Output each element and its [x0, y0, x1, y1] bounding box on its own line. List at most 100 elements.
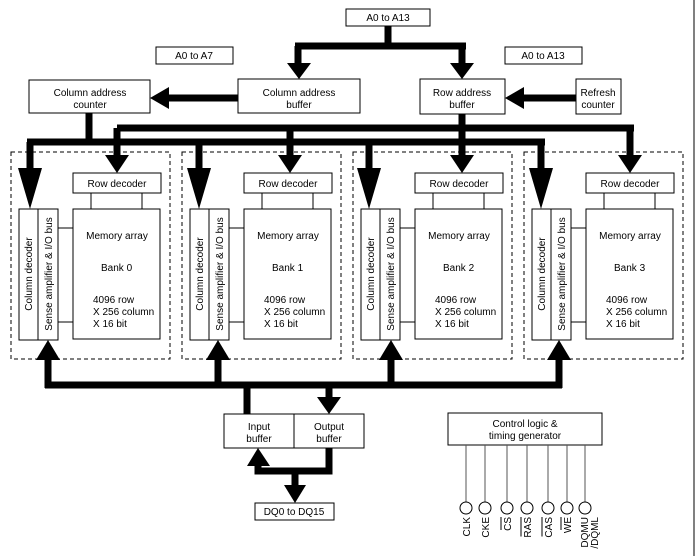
pin-label: CAS	[544, 517, 555, 538]
column-address-range-label: A0 to A7	[175, 51, 213, 62]
arrow-to-sense-amplifier	[547, 340, 571, 360]
row-decoder: Row decoder	[414, 172, 504, 194]
column-address-counter-line2: counter	[73, 100, 107, 111]
array-connector	[400, 227, 415, 323]
pin-terminal	[560, 501, 574, 515]
control-logic-line1: Control logic &	[492, 419, 557, 430]
arrow-to-column-decoder	[357, 168, 381, 209]
data-bus	[44, 360, 563, 417]
memory-array-title: Memory array	[428, 231, 490, 242]
column-decoder: Column decoder	[531, 208, 552, 341]
pin-terminal	[541, 501, 555, 515]
array-connector	[571, 227, 586, 323]
arrow-to-sense-amplifier	[36, 340, 60, 360]
row-decoder-label: Row decoder	[259, 179, 319, 190]
column-address-bus	[26, 113, 545, 170]
arrow-to-row-decoder	[278, 155, 302, 173]
output-buffer-line2: buffer	[316, 434, 342, 445]
data-io-box: DQ0 to DQ15	[254, 502, 335, 521]
column-address-buffer-line2: buffer	[286, 100, 312, 111]
input-buffer: Input buffer	[223, 413, 295, 449]
memory-array-spec: X 256 column	[93, 307, 154, 318]
memory-array-title: Memory array	[257, 231, 319, 242]
arrow-to-column-buffer	[287, 63, 311, 79]
control-pin-dqmudqml: DQMU/DQML	[578, 445, 601, 549]
sense-amplifier: Sense amplifier & I/O bus	[208, 208, 230, 341]
bank-boundary	[352, 151, 513, 360]
io-bus	[254, 448, 333, 488]
data-io-label: DQ0 to DQ15	[264, 507, 325, 518]
row-decoder-label: Row decoder	[430, 179, 490, 190]
row-address-buffer: Row address buffer	[419, 78, 506, 115]
pin-label: DQMU	[580, 517, 591, 548]
bank-name: Bank 3	[614, 263, 646, 274]
pin-label: RAS	[523, 517, 534, 538]
refresh-counter-line1: Refresh	[580, 88, 615, 99]
row-decoder-connector	[603, 193, 656, 210]
row-address-range-box: A0 to A13	[504, 46, 583, 65]
sense-amplifier-label: Sense amplifier & I/O bus	[44, 217, 55, 330]
arrow-to-sense-amplifier	[379, 340, 403, 360]
address-input-label: A0 to A13	[366, 13, 410, 24]
column-address-counter-line1: Column address	[54, 88, 127, 99]
memory-array-spec: X 16 bit	[264, 319, 298, 330]
arrow-to-row-decoder	[618, 155, 642, 173]
arrow-to-row-decoder	[105, 155, 129, 173]
arrow-to-dq	[284, 485, 306, 503]
column-address-counter: Column address counter	[28, 79, 151, 114]
input-buffer-line2: buffer	[246, 434, 272, 445]
bank-name: Bank 0	[101, 263, 133, 274]
pin-label: WE	[563, 517, 574, 533]
column-decoder: Column decoder	[189, 208, 210, 341]
memory-array-spec: 4096 row	[606, 295, 648, 306]
pin-terminal	[500, 501, 514, 515]
memory-array-spec: X 256 column	[606, 307, 667, 318]
sense-amplifier: Sense amplifier & I/O bus	[37, 208, 59, 341]
column-decoder-label: Column decoder	[195, 237, 206, 311]
memory-array-spec: 4096 row	[264, 295, 306, 306]
memory-array-spec: X 16 bit	[606, 319, 640, 330]
bank-name: Bank 1	[272, 263, 304, 274]
memory-array-title: Memory array	[599, 231, 661, 242]
arrow-to-column-decoder	[187, 168, 211, 209]
pin-terminal	[520, 501, 534, 515]
arrow-to-column-decoder	[529, 168, 553, 209]
control-pin-clk: CLK	[459, 445, 473, 537]
arrow-to-column-decoder	[18, 168, 42, 209]
bank-boundary	[10, 151, 171, 360]
sense-amplifier: Sense amplifier & I/O bus	[379, 208, 401, 341]
column-address-buffer-line1: Column address	[263, 88, 336, 99]
output-buffer-line1: Output	[314, 422, 344, 433]
address-input-box: A0 to A13	[345, 8, 431, 27]
memory-array-spec: X 256 column	[435, 307, 496, 318]
control-pin-cke: CKE	[478, 445, 492, 538]
input-buffer-line1: Input	[248, 422, 270, 433]
arrow-to-input-buffer	[247, 448, 270, 466]
column-decoder: Column decoder	[360, 208, 381, 341]
column-decoder-label: Column decoder	[24, 237, 35, 311]
bank-boundary	[523, 151, 684, 360]
row-decoder-connector	[432, 193, 485, 210]
pin-label: CLK	[462, 517, 473, 537]
refresh-counter: Refresh counter	[575, 78, 622, 115]
address-input-bus	[294, 26, 466, 66]
column-address-range-box: A0 to A7	[155, 46, 234, 65]
arrow-to-row-decoder	[450, 155, 474, 173]
bank-boundary	[181, 151, 342, 360]
sense-amplifier: Sense amplifier & I/O bus	[550, 208, 572, 341]
arrow-to-column-counter	[150, 87, 169, 109]
pin-terminal	[478, 501, 492, 515]
column-address-buffer: Column address buffer	[237, 78, 361, 114]
arrow-to-row-buffer-from-refresh	[505, 87, 524, 109]
control-pin-cs: CS	[500, 445, 514, 531]
sense-amplifier-label: Sense amplifier & I/O bus	[386, 217, 397, 330]
memory-array-spec: X 16 bit	[93, 319, 127, 330]
control-logic-line2: timing generator	[489, 431, 562, 442]
